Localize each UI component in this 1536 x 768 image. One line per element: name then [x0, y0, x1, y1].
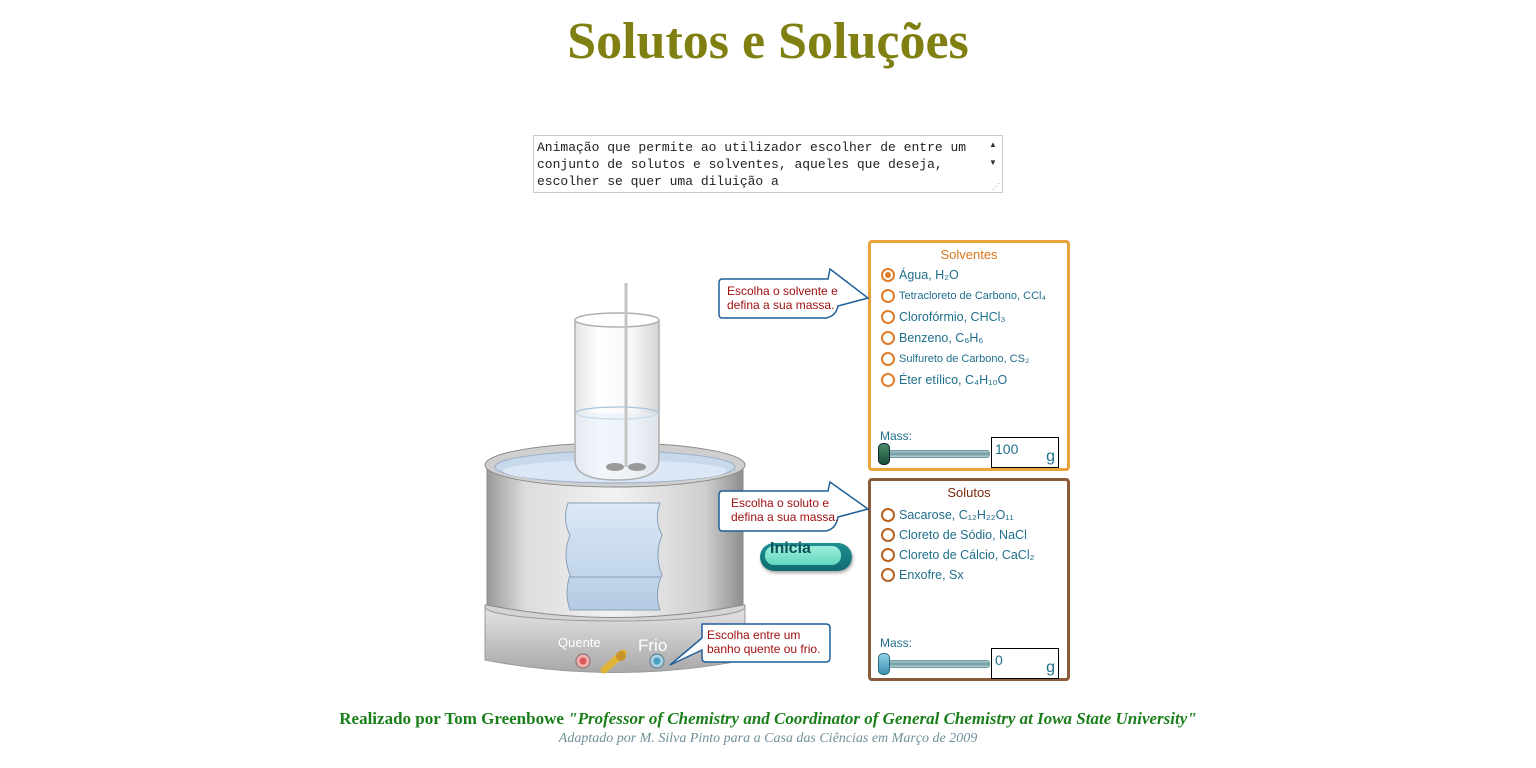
solute-option-sucrose[interactable]: Sacarose, C₁₂H₂₂O₁₁	[881, 506, 1014, 524]
resize-grip-icon[interactable]: ⋰	[992, 182, 1000, 191]
cold-label: Frio	[638, 636, 667, 655]
option-label: Tetracloreto de Carbono, CCl₄	[899, 290, 1046, 302]
option-label: Éter etílico, C₄H₁₀O	[899, 373, 1008, 387]
bath-toggle-switch-icon[interactable]	[600, 649, 627, 674]
option-label: Clorofórmio, CHCl₃	[899, 310, 1006, 324]
solvent-mass-value: 100	[995, 441, 1019, 457]
bath-callout: Escolha entre um banho quente ou frio.	[666, 622, 832, 668]
solute-option-sulfur[interactable]: Enxofre, Sx	[881, 566, 964, 584]
solvent-option-benzene[interactable]: Benzeno, C₆H₆	[881, 329, 983, 347]
option-label: Água, H₂O	[899, 268, 959, 282]
start-button[interactable]: Inicia	[760, 540, 852, 571]
credit-line: Realizado por Tom Greenbowe "Professor o…	[0, 709, 1536, 729]
solutes-title: Solutos	[947, 485, 991, 500]
solvent-mass-input[interactable]: 100 g	[991, 437, 1059, 468]
solute-mass-input[interactable]: 0 g	[991, 648, 1059, 679]
radio-icon[interactable]	[881, 331, 895, 345]
hot-label: Quente	[558, 635, 601, 650]
solute-callout: Escolha o soluto e defina a sua massa.	[718, 481, 870, 533]
start-button-label: Inicia	[770, 540, 811, 557]
solvents-panel: Solventes Água, H₂O Tetracloreto de Carb…	[868, 240, 1070, 471]
solvent-option-carbon-disulfide[interactable]: Sulfureto de Carbono, CS₂	[881, 350, 1029, 368]
solvent-callout-line-2: defina a sua massa.	[727, 298, 835, 312]
option-label: Cloreto de Cálcio, CaCl₂	[899, 548, 1035, 562]
description-textarea[interactable]: Animação que permite ao utilizador escol…	[533, 135, 1003, 193]
solute-slider-thumb[interactable]	[878, 653, 890, 675]
solute-mass-value: 0	[995, 652, 1003, 668]
solvent-option-ethyl-ether[interactable]: Éter etílico, C₄H₁₀O	[881, 371, 1007, 389]
callout-bubble-icon	[718, 268, 870, 319]
option-label: Sulfureto de Carbono, CS₂	[899, 353, 1030, 365]
solvent-option-carbon-tetrachloride[interactable]: Tetracloreto de Carbono, CCl₄	[881, 287, 1046, 305]
option-label: Cloreto de Sódio, NaCl	[899, 528, 1027, 542]
option-label: Sacarose, C₁₂H₂₂O₁₁	[899, 508, 1014, 522]
solute-mass-unit: g	[1046, 659, 1055, 676]
radio-icon[interactable]	[881, 373, 895, 387]
solute-callout-line-2: defina a sua massa.	[731, 510, 839, 524]
start-button-face: Inicia	[765, 540, 841, 565]
description-text: Animação que permite ao utilizador escol…	[537, 140, 974, 189]
solute-option-sodium-chloride[interactable]: Cloreto de Sódio, NaCl	[881, 526, 1027, 544]
solute-mass-slider[interactable]	[878, 653, 990, 675]
solute-option-calcium-chloride[interactable]: Cloreto de Cálcio, CaCl₂	[881, 546, 1034, 564]
radio-icon[interactable]	[881, 352, 895, 366]
solvent-option-chloroform[interactable]: Clorofórmio, CHCl₃	[881, 308, 1006, 326]
page-title: Solutos e Soluções	[567, 13, 969, 70]
description-scrollbar[interactable]: ▲ ▼	[986, 136, 1002, 192]
callout-bubble-icon	[718, 481, 870, 532]
solvent-mass-slider[interactable]	[878, 443, 990, 465]
radio-icon[interactable]	[881, 310, 895, 324]
callout-bubble-icon	[669, 623, 831, 666]
bath-callout-line-2: banho quente ou frio.	[707, 642, 821, 656]
solvent-slider-thumb[interactable]	[878, 443, 890, 465]
radio-selected-icon[interactable]	[881, 268, 895, 282]
solute-callout-line-1: Escolha o soluto e	[731, 496, 830, 510]
radio-icon[interactable]	[881, 508, 895, 522]
scroll-down-icon[interactable]: ▼	[989, 158, 997, 167]
radio-icon[interactable]	[881, 289, 895, 303]
solvent-mass-unit: g	[1046, 448, 1055, 465]
solvent-callout-line-1: Escolha o solvente e	[727, 284, 838, 298]
solvent-callout: Escolha o solvente e defina a sua massa.	[718, 268, 870, 320]
option-label: Enxofre, Sx	[899, 568, 964, 582]
solvent-option-water[interactable]: Água, H₂O	[881, 266, 959, 284]
credit-role: "Professor of Chemistry and Coordinator …	[568, 709, 1197, 728]
radio-icon[interactable]	[881, 568, 895, 582]
radio-icon[interactable]	[881, 528, 895, 542]
solvents-title: Solventes	[940, 247, 998, 262]
solute-mass-label: Mass:	[880, 636, 913, 650]
scroll-up-icon[interactable]: ▲	[989, 140, 997, 149]
radio-icon[interactable]	[881, 548, 895, 562]
credit-name: Realizado por Tom Greenbowe	[339, 709, 569, 728]
option-label: Benzeno, C₆H₆	[899, 331, 984, 345]
bath-callout-line-1: Escolha entre um	[707, 628, 801, 642]
adapted-note: Adaptado por M. Silva Pinto para a Casa …	[558, 731, 978, 746]
solvent-mass-label: Mass:	[880, 429, 913, 443]
solutes-panel: Solutos Sacarose, C₁₂H₂₂O₁₁ Cloreto de S…	[868, 478, 1070, 681]
